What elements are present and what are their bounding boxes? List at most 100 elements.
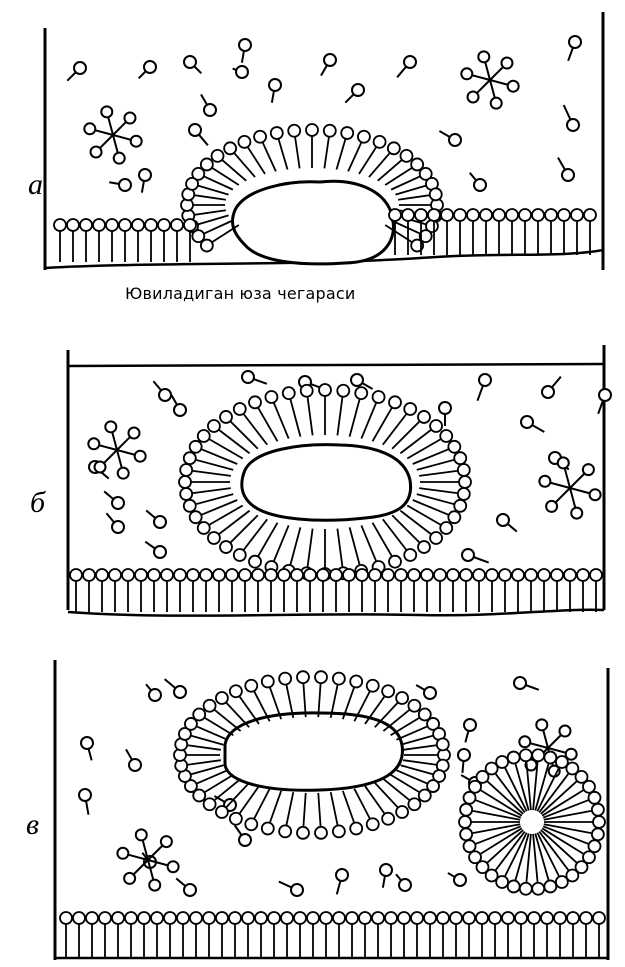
- micelle-head: [519, 736, 530, 747]
- shell-head: [388, 142, 400, 154]
- molecule-head: [159, 389, 171, 401]
- shell-head: [440, 522, 452, 534]
- shell-head: [208, 532, 220, 544]
- molecule-head: [144, 61, 156, 73]
- shell-head: [301, 385, 313, 397]
- shell-head: [180, 488, 192, 500]
- molecule-head: [174, 686, 186, 698]
- monolayer-head: [476, 912, 488, 924]
- shell-head: [315, 827, 327, 839]
- surfactant-molecule: [397, 56, 416, 77]
- surfactant-molecule: [558, 158, 574, 181]
- monolayer-head: [70, 569, 82, 581]
- monolayer-head: [467, 209, 479, 221]
- micelle-head: [544, 880, 556, 892]
- surface-monolayer: [70, 569, 602, 612]
- molecule-head: [599, 389, 611, 401]
- shell-head: [262, 676, 274, 688]
- monolayer-head: [190, 912, 202, 924]
- surfactant-molecule: [321, 54, 336, 76]
- micelle-head: [593, 816, 605, 828]
- shell-head: [358, 131, 370, 143]
- shell-head: [245, 680, 257, 692]
- molecule-head: [569, 36, 581, 48]
- molecule-head: [464, 719, 476, 731]
- shell-head: [408, 798, 420, 810]
- surfactant-molecule: [165, 679, 186, 698]
- surfactant-molecule: [126, 749, 141, 771]
- molecule-head: [454, 874, 466, 886]
- star-micelle: [84, 106, 141, 163]
- surfactant-molecule: [153, 381, 171, 401]
- surfactant-molecule: [521, 416, 544, 432]
- micelle-head: [124, 113, 135, 124]
- shell-head: [448, 511, 460, 523]
- shell-head: [448, 441, 460, 453]
- surfactant-molecule: [380, 864, 392, 888]
- shell-head: [374, 136, 386, 148]
- molecule-head: [404, 56, 416, 68]
- surface-monolayer: [54, 219, 196, 262]
- shell-head: [271, 127, 283, 139]
- shell-head: [208, 420, 220, 432]
- shell-head: [382, 813, 394, 825]
- monolayer-head: [580, 912, 592, 924]
- monolayer-head: [525, 569, 537, 581]
- molecule-head: [239, 834, 251, 846]
- shell-head: [306, 124, 318, 136]
- surfactant-molecule: [336, 869, 348, 894]
- molecule-head: [542, 386, 554, 398]
- monolayer-head: [80, 219, 92, 231]
- monolayer-head: [564, 569, 576, 581]
- monolayer-head: [454, 209, 466, 221]
- micelle-head: [539, 476, 550, 487]
- molecule-head: [479, 374, 491, 386]
- monolayer-head: [499, 569, 511, 581]
- monolayer-head: [106, 219, 118, 231]
- surface-monolayer: [60, 912, 605, 958]
- monolayer-head: [229, 912, 241, 924]
- monolayer-head: [187, 569, 199, 581]
- shell-head: [459, 476, 471, 488]
- monolayer-head: [213, 569, 225, 581]
- micelle-head: [508, 880, 520, 892]
- micelle-head: [118, 468, 129, 479]
- monolayer-head: [382, 569, 394, 581]
- molecule-head: [112, 521, 124, 533]
- shell-head: [245, 818, 257, 830]
- micelle-head: [135, 451, 146, 462]
- micelle-head: [464, 792, 476, 804]
- surfactant-molecule: [171, 394, 186, 416]
- shell-head: [283, 387, 295, 399]
- monolayer-head: [463, 912, 475, 924]
- monolayer-head: [590, 569, 602, 581]
- molecule-head: [204, 104, 216, 116]
- monolayer-head: [528, 912, 540, 924]
- shell-head: [437, 738, 449, 750]
- monolayer-head: [395, 569, 407, 581]
- monolayer-head: [86, 912, 98, 924]
- surfactant-molecule: [145, 542, 166, 558]
- monolayer-head: [184, 219, 196, 231]
- monolayer-head: [135, 569, 147, 581]
- monolayer-head: [333, 912, 345, 924]
- molecule-head: [242, 371, 254, 383]
- monolayer-head: [112, 912, 124, 924]
- micelle-head: [460, 804, 472, 816]
- micelle-head: [532, 883, 544, 895]
- shell-head: [220, 411, 232, 423]
- monolayer-head: [151, 912, 163, 924]
- shell-head: [238, 136, 250, 148]
- monolayer-head: [480, 209, 492, 221]
- monolayer-head: [122, 569, 134, 581]
- monolayer-head: [132, 219, 144, 231]
- micelle-head: [556, 876, 568, 888]
- molecule-head: [154, 546, 166, 558]
- monolayer-head: [265, 569, 277, 581]
- molecule-head: [79, 789, 91, 801]
- surfactant-molecule: [514, 677, 539, 690]
- shell-head: [408, 700, 420, 712]
- shell-head: [333, 825, 345, 837]
- star-micelle: [539, 457, 600, 518]
- monolayer-head: [164, 912, 176, 924]
